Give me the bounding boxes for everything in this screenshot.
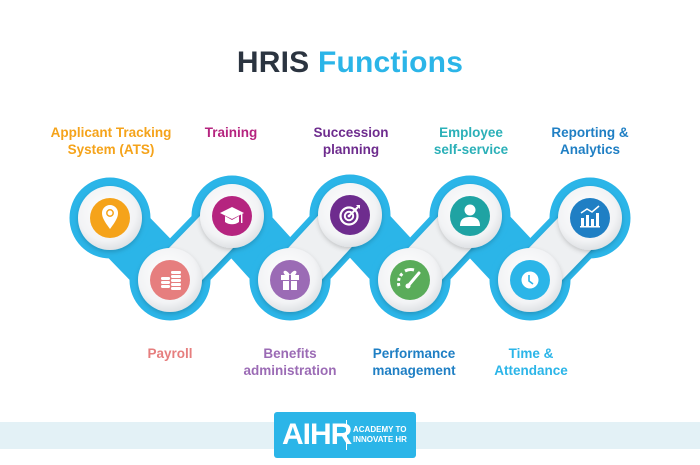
node-succession (330, 195, 370, 235)
label-line: Attendance (494, 363, 568, 378)
title-part-1: HRIS (236, 46, 310, 79)
coins-icon (161, 271, 181, 290)
title-part-2: Functions (317, 46, 464, 79)
label-time-attendance: Time & Attendance (456, 345, 606, 379)
gauge-icon (397, 268, 421, 289)
label-line: Applicant Tracking (50, 125, 172, 140)
logo-divider (346, 420, 347, 450)
label-line: Training (204, 125, 258, 140)
label-line: Time & (508, 346, 554, 361)
label-line: System (ATS) (67, 142, 155, 157)
label-line: Succession (313, 125, 389, 140)
label-employee-self-service: Employee self-service (396, 124, 546, 158)
label-line: Payroll (147, 346, 193, 361)
gift-icon (281, 270, 299, 290)
label-line: management (372, 363, 456, 378)
target-icon (339, 205, 360, 226)
label-line: Analytics (559, 142, 621, 157)
logo-tagline-line2: INNOVATE HR (353, 435, 407, 444)
node-benefits (270, 260, 310, 300)
logo-tagline: ACADEMY TO INNOVATE HR (353, 425, 407, 445)
label-line: Performance (372, 346, 456, 361)
clock-icon (521, 271, 539, 289)
node-employee-self-service (450, 196, 490, 236)
label-training: Training (156, 124, 306, 141)
node-training (212, 196, 252, 236)
label-performance: Performance management (339, 345, 489, 379)
logo-tagline-line1: ACADEMY TO (353, 425, 407, 434)
label-succession: Succession planning (276, 124, 426, 158)
node-performance (390, 260, 430, 300)
bar-chart-icon (580, 205, 600, 228)
label-line: Benefits (263, 346, 317, 361)
label-benefits: Benefits administration (215, 345, 365, 379)
label-line: planning (322, 142, 380, 157)
label-line: Employee (439, 125, 503, 140)
location-pin-icon (102, 205, 118, 229)
logo-wordmark: AIHR (282, 418, 352, 451)
label-reporting: Reporting & Analytics (515, 124, 665, 158)
aihr-logo[interactable]: AIHR ACADEMY TO INNOVATE HR (274, 412, 416, 458)
node-payroll (150, 260, 190, 300)
label-line: administration (243, 363, 337, 378)
label-line: self-service (433, 142, 509, 157)
node-ats (90, 198, 130, 238)
page-title: HRIS Functions (0, 46, 700, 80)
label-ats: Applicant Tracking System (ATS) (36, 124, 186, 158)
node-time-attendance (510, 260, 550, 300)
user-icon (460, 204, 480, 226)
label-line: Reporting & (551, 125, 629, 140)
graduation-cap-icon (220, 207, 244, 225)
node-reporting (570, 198, 610, 238)
label-payroll: Payroll (95, 345, 245, 362)
